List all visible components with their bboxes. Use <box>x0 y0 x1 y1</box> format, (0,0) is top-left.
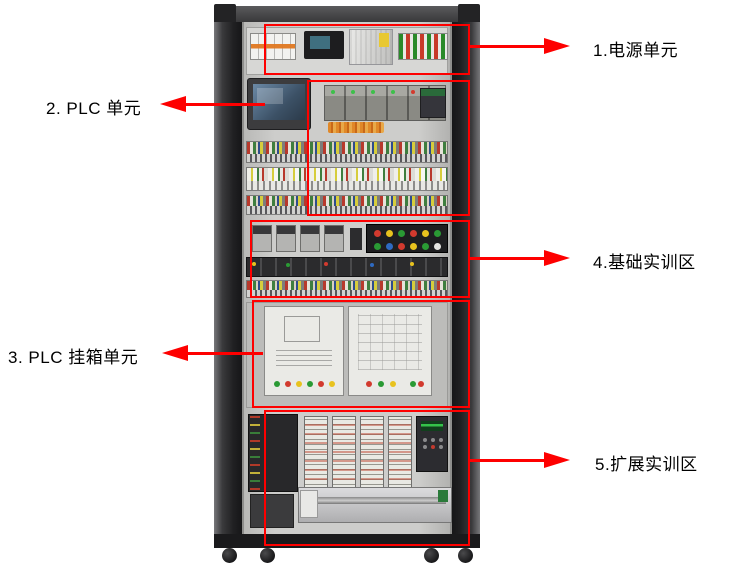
annotation-box-1 <box>264 24 470 75</box>
wire-row <box>247 196 447 207</box>
annotation-label-1: 1.电源单元 <box>593 41 679 60</box>
contactor-4 <box>324 225 344 252</box>
contactor-1 <box>252 225 272 252</box>
annotation-label-2: 2. PLC 单元 <box>46 99 142 118</box>
sensor-block <box>438 490 448 502</box>
bottom-left-module <box>250 494 294 528</box>
annotation-box-4 <box>250 220 470 298</box>
cabinet-corner-cap-left <box>214 4 236 24</box>
relay-row <box>246 257 448 277</box>
annotation-arrow-2-head <box>160 96 186 112</box>
slide-rail <box>304 497 446 504</box>
annotation-arrow-3-head <box>162 345 188 361</box>
annotation-arrow-4-line <box>468 257 546 260</box>
annotation-arrow-1-head <box>544 38 570 54</box>
plc-status-leds <box>331 90 335 94</box>
io-module <box>420 88 446 118</box>
annotation-label-4: 4.基础实训区 <box>593 253 696 272</box>
power-terminal-block <box>398 33 448 60</box>
hmi-screen-highlight <box>257 88 283 104</box>
cabinet-frame-left <box>214 22 242 534</box>
linear-slide-module <box>298 487 452 523</box>
annotation-arrow-1-line <box>468 45 546 48</box>
caster-wheel <box>222 548 237 563</box>
annotation-arrow-4-head <box>544 250 570 266</box>
annotation-label-5: 5.扩展实训区 <box>595 455 698 474</box>
annotation-arrow-5-line <box>468 459 546 462</box>
contactor-2 <box>276 225 296 252</box>
terminal-row <box>247 206 447 214</box>
indicator-dots-left <box>274 381 280 387</box>
indicator-button-panel <box>366 224 448 253</box>
indicator-dots-right <box>366 381 372 387</box>
vfd-display <box>421 421 443 431</box>
annotation-arrow-2-line <box>185 103 265 106</box>
wire-row <box>247 142 447 154</box>
slide-end-block <box>300 490 318 518</box>
contactor-3 <box>300 225 320 252</box>
wire-row <box>247 281 447 291</box>
hmi-screen <box>253 84 305 120</box>
schematic-block-left <box>284 316 320 342</box>
terminal-strip-2 <box>246 167 448 191</box>
caster-wheel <box>424 548 439 563</box>
circuit-breakers <box>250 33 296 60</box>
annotation-arrow-3-line <box>187 352 263 355</box>
annotation-box-5 <box>264 410 470 546</box>
cabinet-corner-cap-right <box>458 4 480 24</box>
io-rack-wires <box>250 416 260 490</box>
vfd-keypad <box>423 438 427 442</box>
annotation-box-2 <box>307 80 470 216</box>
annotation-box-3 <box>252 300 470 408</box>
relay-row-leds <box>252 262 256 266</box>
schematic-lines-left <box>276 350 332 366</box>
schematic-drawing-right <box>358 314 422 370</box>
meter-screen <box>310 36 330 49</box>
indicator-lights <box>374 230 381 237</box>
terminal-row <box>247 153 447 162</box>
power-supply <box>349 29 393 65</box>
wire-row <box>247 168 447 181</box>
terminal-strip-1 <box>246 141 448 163</box>
psu-label <box>379 33 389 47</box>
plc-wiring <box>328 122 384 133</box>
cabinet-frame-right <box>452 22 480 534</box>
caster-wheel <box>260 548 275 563</box>
terminal-row <box>247 290 447 297</box>
annotation-arrow-5-head <box>544 452 570 468</box>
caster-wheel <box>458 548 473 563</box>
terminal-row <box>247 180 447 190</box>
annotation-label-3: 3. PLC 挂箱单元 <box>8 348 139 367</box>
relay-module <box>350 228 362 250</box>
